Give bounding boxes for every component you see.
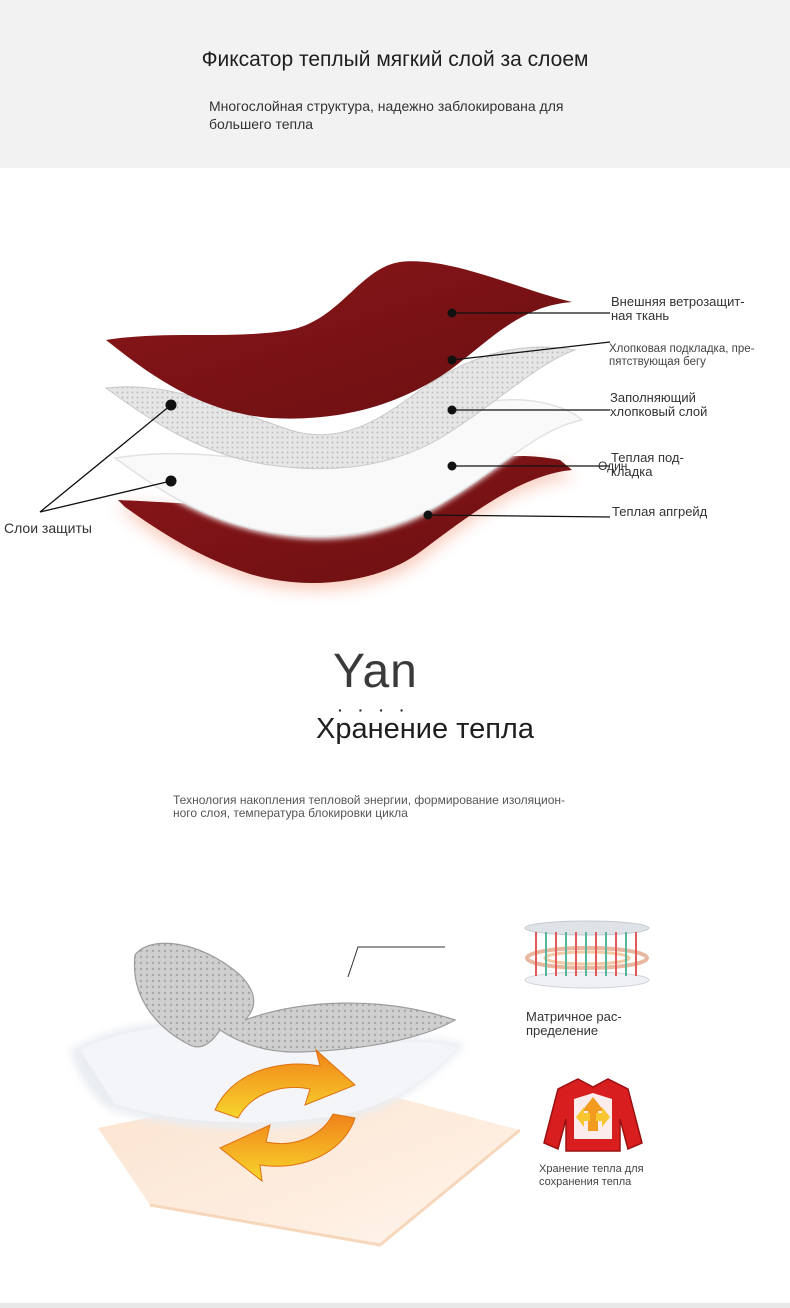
sheet-leader-line — [347, 946, 445, 978]
bottom-divider — [0, 1303, 790, 1308]
yan-dots: · · · · — [338, 702, 411, 718]
marker-protection-1 — [165, 399, 177, 411]
leader-protection-1 — [39, 404, 172, 513]
heat-storage-illustration — [70, 942, 520, 1247]
marker-outer — [447, 308, 457, 318]
page-subtitle: Многослойная структура, надежно заблокир… — [209, 98, 564, 132]
marker-filling — [447, 405, 457, 415]
marker-warm — [447, 461, 457, 471]
silver-sheet — [133, 942, 457, 1053]
label-filling-layer: Заполняющий хлопковый слой — [610, 390, 708, 419]
matrix-distribution-icon — [524, 920, 650, 989]
label-heat-keeping: Хранение тепла для сохранения тепла — [539, 1163, 644, 1188]
page-title: Фиксатор теплый мягкий слой за слоем — [201, 48, 589, 71]
jacket-heat-icon — [543, 1078, 643, 1152]
label-matrix-distribution: Матричное рас- пределение — [526, 1009, 622, 1038]
fabric-layers-illustration — [39, 261, 611, 590]
yan-heading: Yan — [333, 645, 418, 698]
header-band — [0, 0, 790, 168]
marker-upgrade — [423, 510, 433, 520]
leader-upgrade — [427, 514, 611, 518]
label-warm-lining: Теплая под- кладка — [611, 450, 684, 479]
cycle-arrow-top — [214, 1048, 356, 1119]
label-protection-layers: Слои защиты — [4, 520, 92, 536]
warm-base-edge — [149, 1128, 520, 1247]
silver-lining-layer — [104, 346, 577, 470]
label-warm-overlay: Один — [598, 459, 628, 473]
label-outer-fabric: Внешняя ветрозащит- ная ткань — [611, 294, 745, 323]
top-red-layer — [106, 261, 572, 419]
leader-protection-2 — [39, 480, 172, 513]
cycle-arrow-bottom — [219, 1113, 356, 1183]
heat-storage-title: Хранение тепла — [316, 713, 534, 745]
label-upgrade: Теплая апгрейд — [612, 504, 708, 519]
marker-lining — [447, 355, 457, 365]
label-cotton-lining: Хлопковая подкладка, пре- пятствующая бе… — [609, 343, 755, 368]
heat-storage-description: Технология накопления тепловой энергии, … — [173, 793, 565, 820]
marker-protection-2 — [165, 475, 177, 487]
leader-lining — [451, 341, 611, 361]
